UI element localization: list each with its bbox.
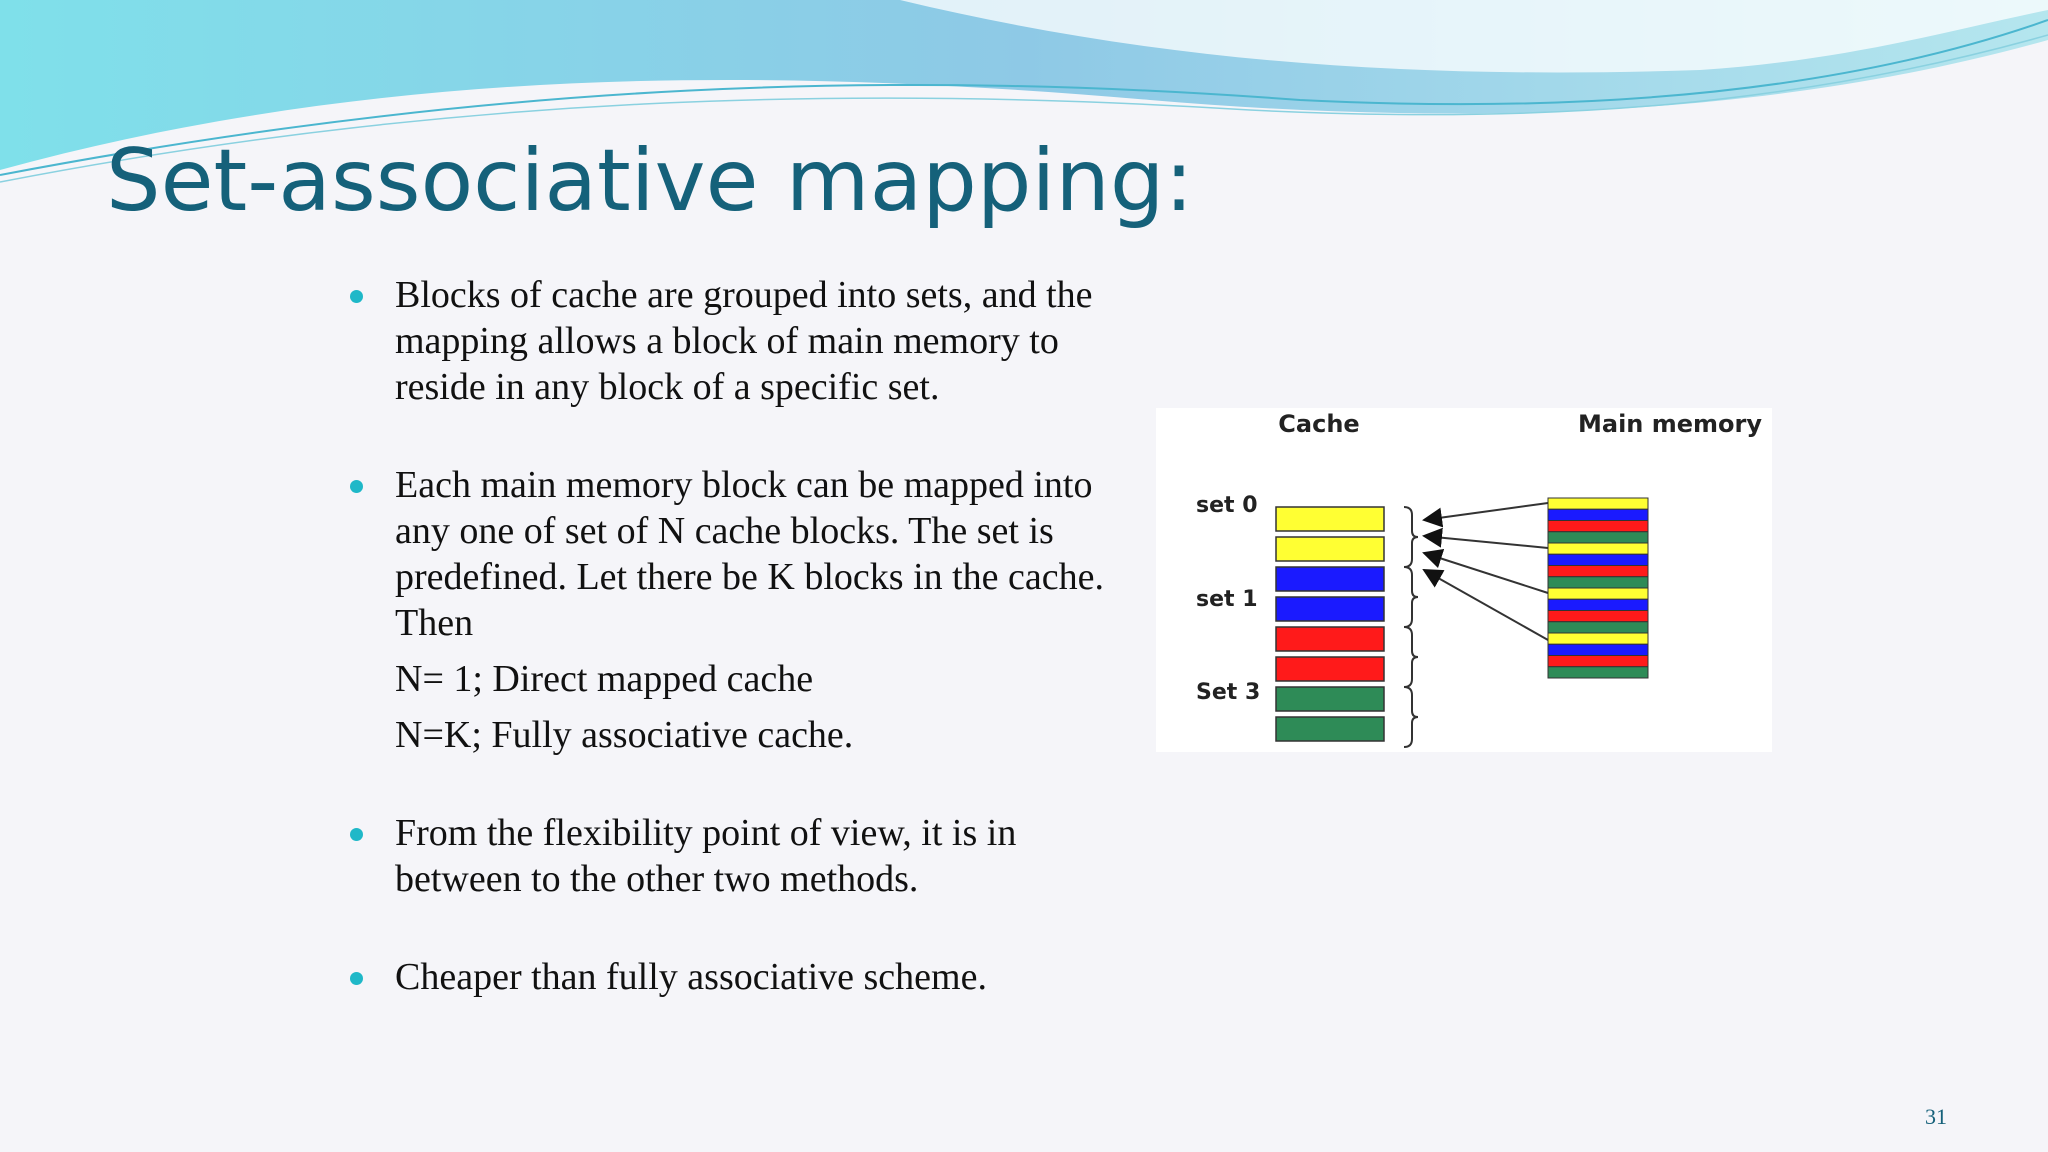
mapping-arrow [1422,569,1549,641]
memory-block [1547,621,1649,634]
cache-block [1275,536,1385,562]
bullet-item: Each main memory block can be mapped int… [350,462,1140,646]
bullet-dot-icon [350,290,363,303]
cache-block [1275,716,1385,742]
set-label: Set 3 [1196,680,1260,705]
mapping-arrow [1422,549,1549,594]
header-wave-decoration [0,0,2048,183]
diagram-background [1156,408,1772,752]
bullet-item: Blocks of cache are grouped into sets, a… [350,272,1140,410]
bullet-text: Each main memory block can be mapped int… [395,464,1105,644]
set-associative-diagram: Cache Main memory set 0 set 1 Set 3 [1156,408,1772,752]
memory-block [1547,610,1649,623]
cache-label: Cache [1278,410,1359,438]
memory-block [1547,565,1649,578]
memory-block [1547,666,1649,679]
main-memory-label: Main memory [1578,410,1762,438]
memory-block [1547,520,1649,533]
page-number: 31 [1925,1104,1947,1129]
memory-block [1547,497,1649,510]
bullet-item: From the flexibility point of view, it i… [350,810,1140,902]
bullet-subline: N= 1; Direct mapped cache [395,658,814,700]
bullet-dot-icon [350,972,363,985]
set-label: set 1 [1196,587,1258,612]
memory-block [1547,643,1649,656]
set-label: set 0 [1196,493,1258,518]
cache-block [1275,626,1385,652]
memory-block [1547,632,1649,645]
cache-block [1275,686,1385,712]
mapping-arrow [1422,527,1549,549]
bullet-text: Cheaper than fully associative scheme. [395,956,987,998]
bullet-dot-icon [350,828,363,841]
set-brace [1403,506,1419,568]
cache-block [1275,656,1385,682]
cache-block [1275,566,1385,592]
bullet-list: Blocks of cache are grouped into sets, a… [350,272,1140,1000]
memory-block [1547,508,1649,521]
set-brace [1403,626,1419,688]
cache-block [1275,506,1385,532]
cache-block [1275,596,1385,622]
bullet-text: Blocks of cache are grouped into sets, a… [395,274,1093,408]
memory-block [1547,576,1649,589]
bullet-text: From the flexibility point of view, it i… [395,812,1017,900]
memory-block [1547,553,1649,566]
set-brace [1403,686,1419,748]
slide-title: Set-associative mapping: [106,131,1194,231]
mapping-arrow [1422,502,1549,528]
bullet-item: Cheaper than fully associative scheme. [350,954,1140,1000]
bullet-subline: N=K; Fully associative cache. [395,714,854,756]
memory-block [1547,587,1649,600]
memory-block [1547,598,1649,611]
memory-block [1547,542,1649,555]
set-brace [1403,566,1419,628]
bullet-dot-icon [350,480,363,493]
memory-block [1547,531,1649,544]
memory-block [1547,655,1649,668]
